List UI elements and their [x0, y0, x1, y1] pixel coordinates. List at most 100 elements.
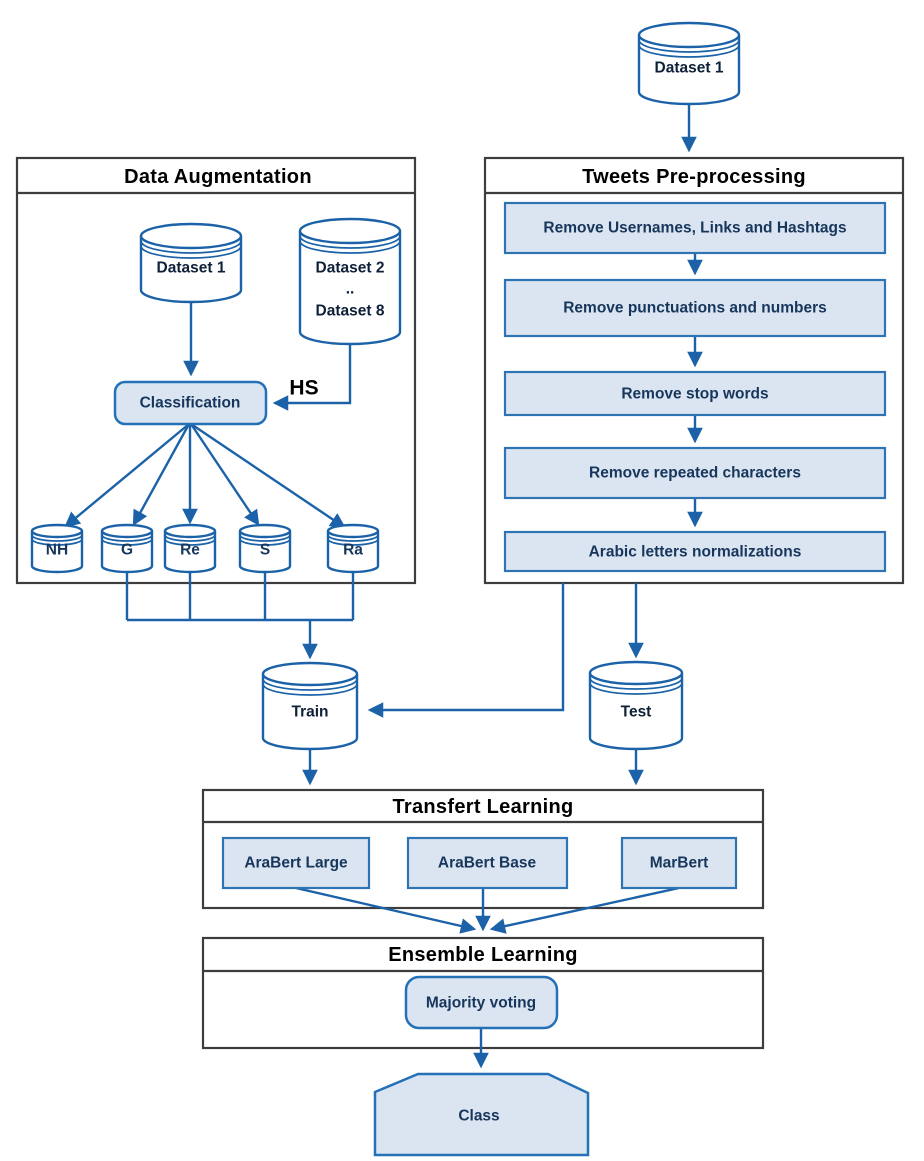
data-augmentation-title: Data Augmentation: [124, 166, 312, 188]
cylinder-train: Train: [261, 661, 359, 751]
cylinder-output-nh: NH: [30, 523, 84, 574]
dataset-range-end: Dataset 8: [316, 303, 385, 320]
arrow-marbert-to-ensemble: [489, 886, 680, 934]
cylinder-body: [139, 236, 243, 304]
step-box-5: [503, 530, 887, 573]
cylinder-ring: [262, 683, 358, 696]
cylinder-cap: [588, 660, 684, 686]
step-label-4: Remove repeated characters: [589, 465, 801, 482]
group-ensemble-learning: Ensemble Learning: [201, 936, 765, 1050]
connectors: [64, 104, 703, 1069]
cylinder-output-g: G: [100, 523, 154, 574]
cylinder-test: Test: [588, 660, 684, 751]
dataset-range-dots: ..: [346, 281, 355, 298]
classification-box: [113, 380, 268, 426]
cylinder-cap: [238, 523, 292, 539]
cylinder-body: [326, 531, 380, 574]
cylinder-body: [637, 35, 741, 106]
transfer-learning-models: AraBert Large AraBert Base MarBert: [221, 836, 738, 890]
cylinder-cap: [100, 523, 154, 539]
cylinder-cap: [637, 21, 741, 49]
majority-voting-label: Majority voting: [426, 995, 536, 1012]
cylinder-ring: [140, 245, 242, 259]
cylinder-body: [163, 531, 217, 574]
class-label: Class: [458, 1108, 499, 1125]
cylinder-cap: [298, 217, 402, 245]
preprocessing-steps: Remove Usernames, Links and Hashtags Rem…: [503, 201, 887, 573]
arrow-preprocessing-to-train: [367, 583, 565, 718]
arabert-base-box: [406, 836, 569, 890]
cylinder-dataset1-top: Dataset 1: [637, 21, 741, 106]
majority-voting-box: [404, 975, 559, 1030]
cylinder-ring: [239, 534, 291, 542]
cylinder-ring: [164, 538, 216, 546]
cylinder-ring: [101, 534, 153, 542]
cylinder-ring: [327, 534, 379, 542]
dataset1-top-label: Dataset 1: [655, 60, 724, 77]
arabert-large-label: AraBert Large: [244, 855, 348, 872]
cylinder-ring: [638, 44, 740, 58]
ensemble-learning-title: Ensemble Learning: [388, 944, 578, 966]
cylinder-ring: [31, 538, 83, 546]
arrow-arabert-large-to-ensemble: [295, 886, 477, 934]
cylinder-ring: [299, 235, 401, 249]
cylinder-ring: [164, 534, 216, 542]
cylinder-ring: [638, 39, 740, 53]
arrow-classification-to-g: [132, 423, 191, 527]
output-ra-label: Ra: [343, 542, 363, 559]
cylinder-cap: [261, 661, 359, 687]
cylinder-cap: [326, 523, 380, 539]
arrow-classification-to-s: [190, 423, 260, 526]
output-re-label: Re: [180, 542, 200, 559]
step-box-2: [503, 278, 887, 338]
output-g-label: G: [121, 542, 133, 559]
cylinder-cap: [163, 523, 217, 539]
cylinder-body: [30, 531, 84, 574]
step-label-1: Remove Usernames, Links and Hashtags: [543, 220, 846, 237]
hs-label: HS: [289, 377, 318, 400]
arrow-classification-to-ra: [190, 423, 346, 529]
majority-voting-node: Majority voting: [404, 975, 559, 1030]
cylinder-ring: [299, 240, 401, 254]
da-dataset1-label: Dataset 1: [157, 260, 226, 277]
marbert-label: MarBert: [650, 855, 709, 872]
cylinder-cap: [139, 222, 243, 250]
output-nh-label: NH: [46, 542, 68, 559]
preprocessing-title: Tweets Pre-processing: [582, 166, 806, 188]
test-label: Test: [621, 704, 652, 721]
step-box-4: [503, 446, 887, 500]
step-box-1: [503, 201, 887, 255]
cylinder-ring: [239, 538, 291, 546]
step-label-3: Remove stop words: [621, 386, 768, 403]
train-label: Train: [291, 704, 328, 721]
cylinder-ring: [101, 538, 153, 546]
cylinder-body: [298, 231, 402, 346]
cylinder-ring: [140, 240, 242, 254]
cylinder-body: [238, 531, 292, 574]
cylinder-ring: [262, 678, 358, 691]
cylinder-output-re: Re: [163, 523, 217, 574]
cylinder-output-s: S: [238, 523, 292, 574]
step-label-5: Arabic letters normalizations: [589, 544, 802, 561]
output-s-label: S: [260, 542, 270, 559]
class-output-node: Class: [373, 1072, 590, 1157]
classification-label: Classification: [140, 395, 241, 412]
class-shape: [373, 1072, 590, 1157]
arabert-large-box: [221, 836, 371, 890]
transfer-learning-title: Transfert Learning: [393, 796, 574, 818]
cylinder-da-dataset1: Dataset 1: [139, 222, 243, 304]
arabert-base-label: AraBert Base: [438, 855, 537, 872]
cylinder-cap: [30, 523, 84, 539]
cylinder-ring: [327, 538, 379, 546]
cylinder-body: [100, 531, 154, 574]
arrow-classification-to-nh: [64, 423, 190, 528]
cylinder-ring: [589, 682, 683, 695]
dataset-range-start: Dataset 2: [316, 260, 385, 277]
step-label-2: Remove punctuations and numbers: [563, 300, 827, 317]
cylinder-ring: [31, 534, 83, 542]
cylinder-da-dataset2-8: Dataset 2 .. Dataset 8: [298, 217, 402, 346]
cylinder-ring: [589, 677, 683, 690]
cylinder-output-ra: Ra: [326, 523, 380, 574]
